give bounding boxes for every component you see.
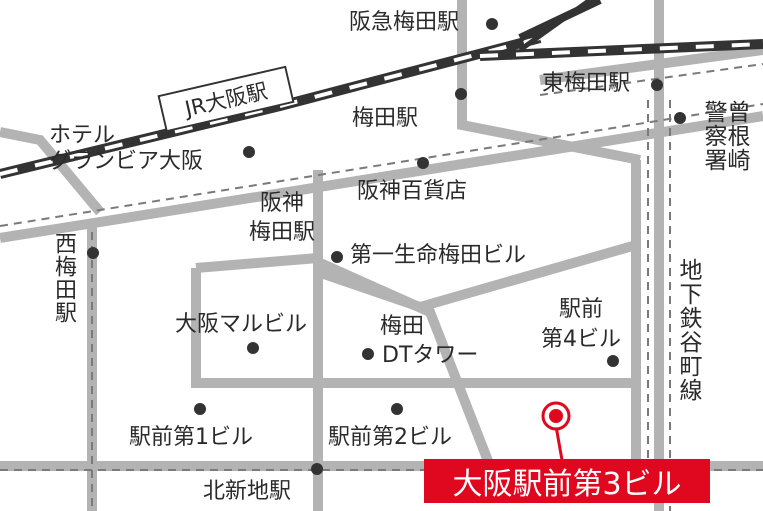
road [191,268,636,388]
place-marker [455,88,467,100]
kitashinchi-station-label: 北新地駅 [203,479,292,504]
road [457,0,641,165]
destination-label: 大阪駅前第3ビル [424,459,710,503]
subway-line [539,63,763,96]
hotel-label: ホテル [49,123,116,148]
daiichi-seimei-building-label: 第一生命梅田ビル [350,243,527,268]
jr-sign-box [157,65,295,133]
place-marker [87,247,99,259]
hanshin-department-store-label: 阪神百貨店 [357,179,468,204]
higashi-umeda-station-label: 東梅田駅 [542,71,631,96]
destination-marker [541,401,571,461]
jr-station-sign: JR大阪駅 [157,65,295,133]
road [195,253,319,273]
rail-branch [518,0,592,53]
road [315,257,495,468]
umeda-dt-tower-line2: DTタワー [382,343,479,368]
place-marker [391,403,403,415]
road [0,111,763,243]
place-marker [651,79,663,91]
hanshin-umeda-station-label: 阪神梅田駅 [248,191,315,245]
place-marker [311,463,323,475]
nishi-umeda-station-label: 西梅田駅 [51,232,76,324]
destination-pin-line [554,425,564,461]
ekimae-2-building-label: 駅前第2ビル [328,425,452,450]
umeda-station-label: 梅田駅 [352,106,419,131]
road [0,127,104,216]
ekimae-4-building-label: 駅前第4ビル [541,297,621,352]
hankyu-rail [479,42,763,58]
umeda-dt-tower-line1: 梅田 [380,314,425,339]
place-marker [194,403,206,415]
destination-dot [549,409,563,423]
place-marker [674,112,686,124]
place-marker [362,348,374,360]
place-marker [486,18,498,30]
tanimachi-subway-line-label: 地下鉄谷町線 [675,258,701,402]
place-marker [243,146,255,158]
place-marker [331,251,343,263]
ekimae-1-building-label: 駅前第1ビル [129,425,253,450]
place-marker [607,355,619,367]
sonezaki-police-label: 曾根崎警察署 [700,100,749,172]
granvia-osaka-label: グランビア大阪 [49,149,204,174]
place-marker [417,157,429,169]
umeda-dt-tower-label: 梅田 DTタワー [370,312,495,370]
subway-line [0,103,763,227]
place-markers [87,18,686,475]
place-marker [247,342,259,354]
road [539,45,763,85]
osaka-maru-building-label: 大阪マルビル [175,312,308,337]
hankyu-umeda-station-label: 阪急梅田駅 [349,10,460,35]
